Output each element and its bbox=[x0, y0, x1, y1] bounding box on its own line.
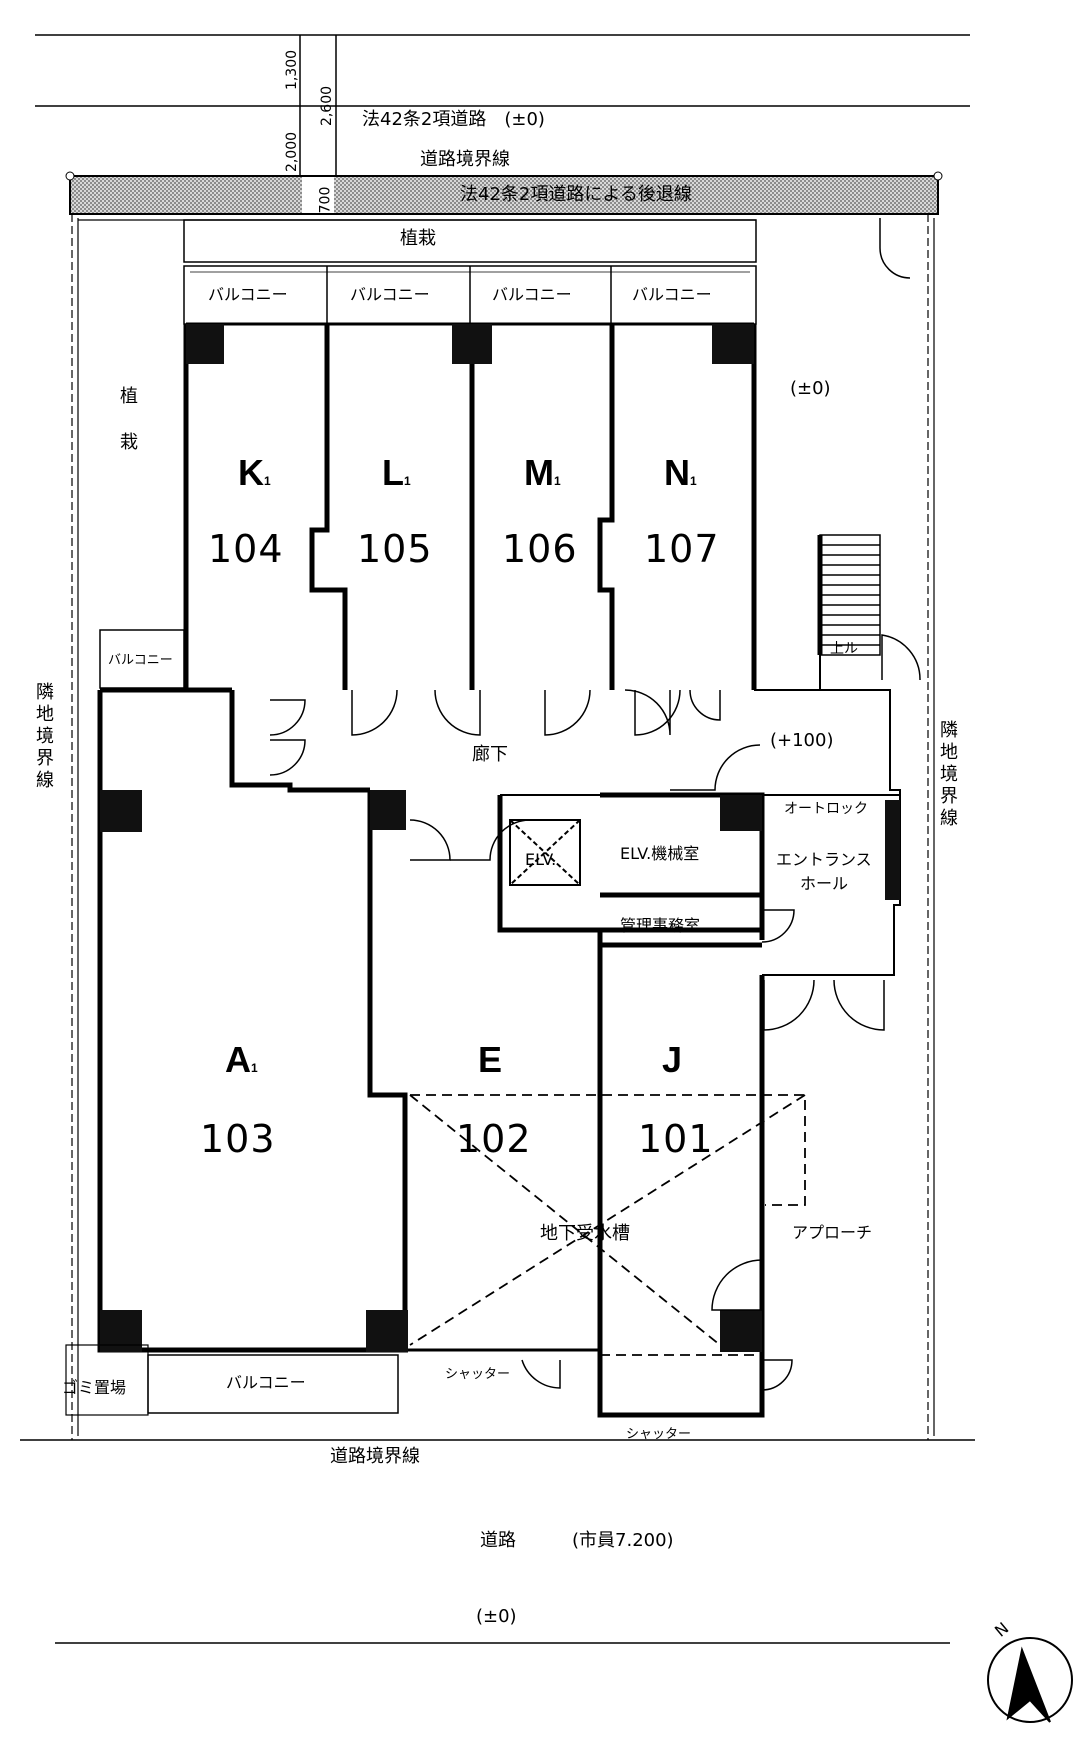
approach-label: アプローチ bbox=[792, 1223, 873, 1242]
entrance-label-1: エントランス bbox=[776, 850, 872, 869]
site-boundary bbox=[71, 214, 935, 1440]
planting-strip bbox=[183, 219, 757, 263]
unit-number-103: 103 bbox=[200, 1117, 276, 1161]
corridor-label: 廊下 bbox=[472, 744, 508, 765]
unit-number-106: 106 bbox=[502, 527, 578, 571]
unit-number-101: 101 bbox=[638, 1117, 714, 1161]
elevator-label: ELV. bbox=[525, 850, 557, 869]
shutter-label-1: シャッター bbox=[445, 1367, 511, 1382]
unit-letter-n: N1 bbox=[664, 452, 697, 493]
unit-number-102: 102 bbox=[456, 1117, 532, 1161]
road-width-label: (市員7.200) bbox=[572, 1530, 674, 1551]
shutter-label-2: シャッター bbox=[626, 1427, 692, 1442]
elv-machine-room-label: ELV.機械室 bbox=[620, 844, 700, 863]
balcony-bottom-label: バルコニー bbox=[226, 1373, 306, 1392]
dim-1300: 1,300 bbox=[284, 49, 301, 91]
planting-left-1: 植 bbox=[120, 386, 138, 407]
neighbor-boundary-right: 隣地境界線 bbox=[937, 720, 958, 830]
balcony-label-4: バルコニー bbox=[632, 285, 712, 304]
doors bbox=[269, 218, 921, 1391]
unit-number-105: 105 bbox=[357, 527, 433, 571]
stairs bbox=[817, 534, 881, 656]
water-tank-outline bbox=[409, 1094, 806, 1356]
setback-band bbox=[69, 175, 939, 215]
unit-letter-k: K1 bbox=[238, 452, 271, 493]
upper-units-walls bbox=[183, 322, 757, 690]
road-bottom-boundary: 道路境界線 bbox=[330, 1446, 420, 1467]
balcony-label-1: バルコニー bbox=[208, 285, 288, 304]
north-arrow-icon bbox=[987, 1637, 1073, 1723]
autolock-label: オートロック bbox=[784, 801, 868, 817]
level-corridor: (+100) bbox=[770, 730, 834, 751]
level-top-right: (±0) bbox=[790, 378, 831, 399]
road-top-lines bbox=[35, 34, 970, 210]
balcony-label-3: バルコニー bbox=[492, 285, 572, 304]
water-tank-label: 地下受水槽 bbox=[540, 1223, 630, 1244]
setback-label: 法42条2項道路による後退線 bbox=[460, 184, 692, 205]
unit-letter-j: J bbox=[662, 1039, 683, 1080]
entrance-label-2: ホール bbox=[800, 874, 849, 893]
elevator-shaft bbox=[509, 819, 581, 886]
road-top-boundary: 道路境界線 bbox=[420, 149, 510, 170]
planting-top-label: 植栽 bbox=[400, 228, 436, 249]
road-bottom-label: 道路 bbox=[480, 1530, 516, 1551]
road-bottom-level: (±0) bbox=[476, 1606, 517, 1627]
dim-700: 700 bbox=[317, 186, 334, 214]
neighbor-boundary-left: 隣地境界線 bbox=[33, 682, 54, 792]
unit-letter-m: M1 bbox=[524, 452, 561, 493]
unit-letter-l: L1 bbox=[382, 452, 411, 493]
balcony-label-2: バルコニー bbox=[350, 285, 430, 304]
unit-number-107: 107 bbox=[644, 527, 720, 571]
road-top-label: 法42条2項道路 (±0) bbox=[362, 109, 545, 130]
garbage-label: ゴミ置場 bbox=[62, 1378, 127, 1397]
management-office-label: 管理事務室 bbox=[620, 916, 701, 935]
stairs-up-label: 上ル bbox=[830, 641, 858, 657]
unit-letter-a: A1 bbox=[225, 1039, 258, 1080]
unit-number-104: 104 bbox=[208, 527, 284, 571]
dim-2000: 2,000 bbox=[284, 131, 301, 173]
unit-letter-e: E bbox=[478, 1039, 503, 1080]
planting-left-2: 栽 bbox=[120, 432, 138, 453]
dim-2600: 2,600 bbox=[319, 85, 336, 127]
balcony-small-label: バルコニー bbox=[108, 653, 173, 668]
